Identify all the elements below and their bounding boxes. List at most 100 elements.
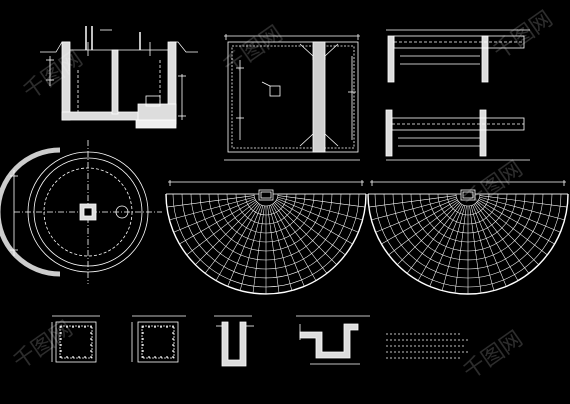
- rebar-dot: [60, 350, 62, 352]
- rebar-dot: [90, 344, 92, 346]
- rebar-dot: [154, 326, 156, 328]
- column-section-b: [131, 315, 186, 363]
- grid-spoke: [277, 196, 363, 221]
- watermark-text: 千图网: [459, 327, 527, 385]
- rebar-dot: [172, 338, 174, 340]
- grid-spoke: [227, 204, 262, 287]
- detail-top-right-b: [385, 109, 530, 161]
- rebar-dot: [72, 326, 74, 328]
- wall-section-drawing: [224, 34, 360, 161]
- grid-spoke: [239, 205, 264, 291]
- grid-spoke: [276, 199, 353, 245]
- grid-spoke: [381, 199, 458, 245]
- rebar-dot: [60, 332, 62, 334]
- rebar-dot: [60, 338, 62, 340]
- rebar-dot: [166, 356, 168, 358]
- rebar-dot: [60, 344, 62, 346]
- rebar-dot: [148, 356, 150, 358]
- grid-spoke: [215, 204, 261, 281]
- rebar-dot: [142, 338, 144, 340]
- grid-spoke: [477, 201, 548, 256]
- watermark-layer: 千图网 千图网 千图网 千图网 千图网 千图网: [9, 7, 557, 385]
- grid-spoke: [454, 205, 467, 294]
- pit-section-a: [214, 315, 254, 367]
- grid-spoke: [195, 202, 258, 265]
- rebar-dot: [78, 326, 80, 328]
- grid-spoke: [270, 204, 305, 287]
- grid-spoke: [441, 205, 466, 291]
- rebar-dot: [172, 344, 174, 346]
- rebar-dot: [166, 326, 168, 328]
- column-section-a: [51, 315, 100, 363]
- grid-spoke: [166, 195, 255, 208]
- watermark-text: 千图网: [459, 157, 527, 215]
- rebar-dot: [142, 344, 144, 346]
- grid-spoke: [478, 199, 555, 245]
- rebar-dot: [72, 356, 74, 358]
- grid-spoke: [277, 195, 366, 208]
- rebar-dot: [154, 356, 156, 358]
- tank-section-drawing: [40, 26, 198, 129]
- grid-spoke: [179, 199, 256, 245]
- rebar-dot: [84, 326, 86, 328]
- grid-spoke: [252, 205, 265, 294]
- watermark-text: 千图网: [219, 22, 287, 80]
- grid-spoke: [371, 196, 457, 221]
- grid-spoke: [475, 203, 530, 274]
- grid-spoke: [476, 202, 539, 265]
- rebar-dot: [148, 326, 150, 328]
- grid-spoke: [417, 204, 463, 281]
- rebar-dot: [78, 356, 80, 358]
- watermark-text: 千图网: [9, 317, 77, 375]
- rebar-dot: [90, 356, 92, 358]
- grid-spoke: [273, 203, 328, 274]
- grid-spoke: [375, 198, 458, 233]
- grid-spoke: [276, 198, 359, 233]
- grid-spoke: [268, 205, 293, 291]
- grid-spoke: [429, 204, 464, 287]
- grid-spoke: [479, 195, 568, 208]
- rebar-dot: [142, 326, 144, 328]
- grid-spoke: [478, 198, 561, 233]
- rebar-dot: [142, 356, 144, 358]
- rebar-dot: [90, 350, 92, 352]
- rebar-dot: [142, 350, 144, 352]
- rebar-dot: [84, 356, 86, 358]
- grid-spoke: [275, 201, 346, 256]
- watermark-text: 千图网: [19, 47, 87, 105]
- detail-top-right-a: [386, 29, 530, 83]
- grid-spoke: [388, 201, 459, 256]
- rebar-dot: [172, 332, 174, 334]
- grid-spoke: [204, 203, 259, 274]
- rebar-dot: [60, 326, 62, 328]
- rebar-dot: [66, 326, 68, 328]
- grid-spoke: [173, 198, 256, 233]
- grid-spoke: [479, 196, 565, 221]
- grid-spoke: [274, 202, 337, 265]
- rebar-dot: [90, 332, 92, 334]
- rebar-dot: [90, 326, 92, 328]
- circular-plan-drawing: [0, 140, 162, 284]
- grid-spoke: [473, 204, 519, 281]
- grid-spoke: [397, 202, 460, 265]
- pit-section-b: [296, 315, 370, 365]
- grid-plan-right-drawing: [367, 180, 569, 295]
- grid-spoke: [186, 201, 257, 256]
- rebar-dot: [142, 332, 144, 334]
- rebar-dot: [60, 356, 62, 358]
- rebar-dot: [172, 350, 174, 352]
- rebar-dot: [160, 326, 162, 328]
- grid-spoke: [469, 205, 482, 294]
- grid-spoke: [267, 205, 280, 294]
- rebar-dot: [160, 356, 162, 358]
- grid-spoke: [470, 205, 495, 291]
- rebar-dot: [66, 356, 68, 358]
- grid-spoke: [368, 195, 457, 208]
- notes-block: [386, 333, 470, 359]
- rebar-dot: [172, 326, 174, 328]
- grid-spoke: [406, 203, 461, 274]
- grid-spoke: [472, 204, 507, 287]
- rebar-dot: [172, 356, 174, 358]
